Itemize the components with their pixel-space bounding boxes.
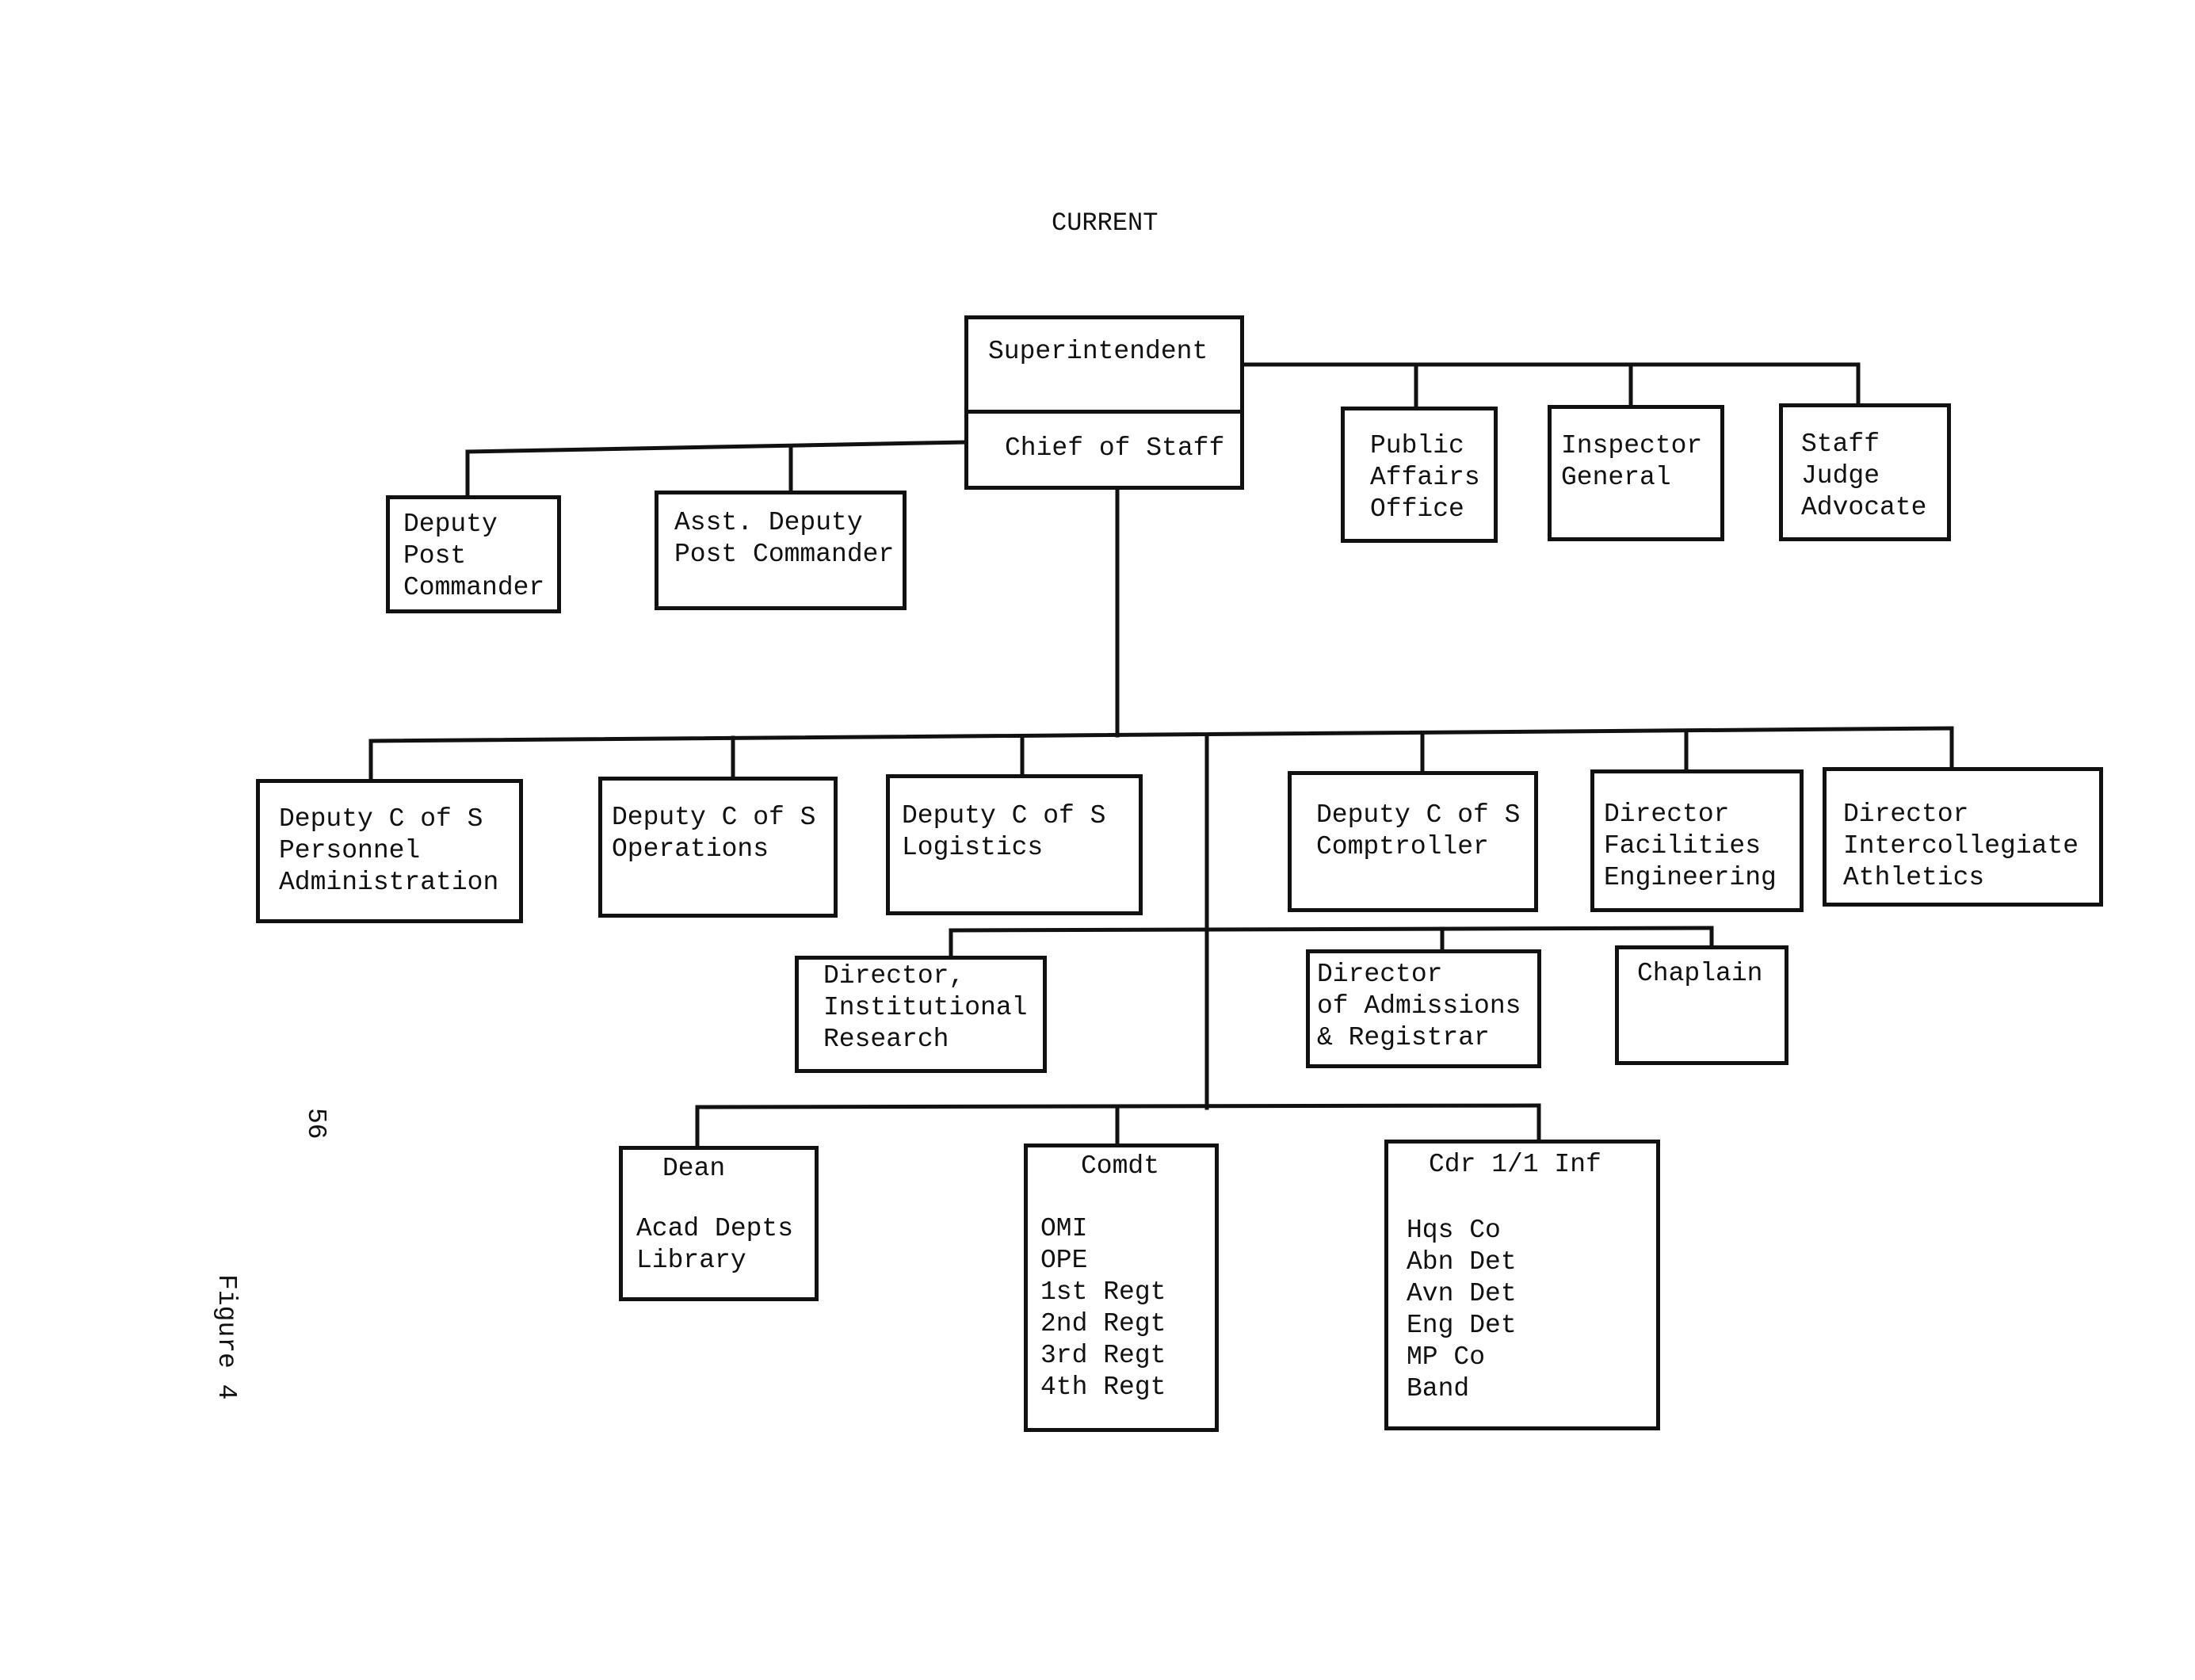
- staff-judge-advocate-box: [1779, 403, 1951, 541]
- dcs-personnel-box: [256, 779, 523, 923]
- page-title: CURRENT: [1052, 208, 1159, 238]
- director-institutional-research-label: Director, Institutional Research: [823, 961, 1028, 1054]
- director-admissions-label: Director of Admissions & Registrar: [1317, 960, 1521, 1052]
- director-athletics-box: [1823, 767, 2103, 907]
- director-institutional-research-box: [795, 956, 1047, 1073]
- director-facilities-box: [1590, 769, 1804, 912]
- inspector-general-label: Inspector General: [1561, 431, 1703, 492]
- chief-of-staff-label: Chief of Staff: [1005, 433, 1225, 463]
- connector-main-bus: [368, 726, 1954, 743]
- chaplain-label: Chaplain: [1637, 959, 1763, 988]
- director-admissions-box: [1306, 949, 1541, 1068]
- dean-box: [619, 1146, 819, 1301]
- dcs-comptroller-label: Deputy C of S Comptroller: [1316, 800, 1521, 861]
- comdt-title: Comdt: [1081, 1151, 1160, 1181]
- staff-judge-advocate-label: Staff Judge Advocate: [1801, 430, 1927, 522]
- dean-units: Acad Depts Library: [636, 1214, 794, 1275]
- public-affairs-label: Public Affairs Office: [1370, 431, 1480, 524]
- public-affairs-box: [1341, 407, 1498, 543]
- dcs-personnel-label: Deputy C of S Personnel Administration: [279, 804, 499, 897]
- comdt-box: [1024, 1144, 1219, 1432]
- comdt-units: OMI OPE 1st Regt 2nd Regt 3rd Regt 4th R…: [1040, 1214, 1166, 1402]
- dean-title: Dean: [662, 1154, 726, 1183]
- chaplain-box: [1615, 945, 1788, 1065]
- cdr-inf-units: Hqs Co Abn Det Avn Det Eng Det MP Co Ban…: [1407, 1216, 1517, 1403]
- superintendent-label: Superintendent: [988, 337, 1208, 366]
- dcs-logistics-label: Deputy C of S Logistics: [902, 801, 1106, 862]
- page-number: 56: [301, 1108, 330, 1140]
- deputy-post-commander-box: [386, 495, 561, 613]
- asst-deputy-post-commander-box: [655, 491, 907, 610]
- chief-of-staff-box: [964, 410, 1244, 490]
- connector-deputies-bus: [465, 440, 968, 454]
- dcs-operations-box: [598, 777, 838, 918]
- dcs-comptroller-box: [1288, 771, 1538, 912]
- connector-second-bus: [949, 926, 1714, 933]
- dcs-operations-label: Deputy C of S Operations: [612, 803, 816, 864]
- director-facilities-label: Director Facilities Engineering: [1604, 800, 1777, 892]
- deputy-post-commander-label: Deputy Post Commander: [403, 510, 545, 602]
- asst-deputy-post-commander-label: Asst. Deputy Post Commander: [674, 508, 895, 569]
- cdr-inf-title: Cdr 1/1 Inf: [1429, 1150, 1601, 1179]
- director-athletics-label: Director Intercollegiate Athletics: [1843, 800, 2079, 892]
- cdr-inf-box: [1384, 1140, 1660, 1430]
- dcs-logistics-box: [886, 774, 1143, 915]
- inspector-general-box: [1548, 405, 1724, 541]
- figure-label: Figure 4: [212, 1274, 241, 1400]
